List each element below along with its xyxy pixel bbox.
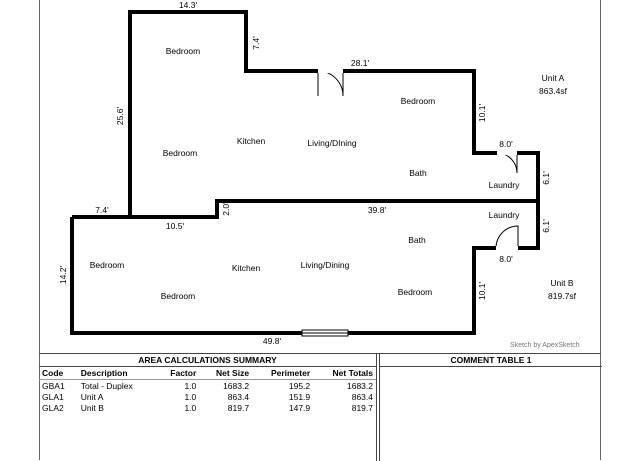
dim-right-upper: 10.1': [477, 103, 487, 123]
door-swing-laundry-a: [496, 152, 518, 174]
unit-a-label: Unit A 863.4sf: [539, 72, 567, 98]
room-bath-a: Bath: [409, 168, 427, 178]
unit-b-area: 819.7sf: [548, 291, 576, 301]
dim-divider: 39.8': [367, 205, 387, 215]
room-kitchen-b: Kitchen: [231, 263, 261, 273]
unit-a-area: 863.4sf: [539, 86, 567, 96]
header-description: Description: [77, 367, 157, 380]
dim-left-upper: 25.6': [115, 106, 125, 126]
cell-net-size: 1683.2: [223, 380, 250, 391]
dim-step-left: 7.4': [95, 205, 109, 215]
header-net-size: Net Size: [199, 367, 253, 380]
cell-perimeter: 147.9: [288, 402, 311, 413]
unit-b-name: Unit B: [550, 278, 574, 288]
dim-laundry-a-vertical: 6.1': [541, 171, 551, 185]
dim-step-horizontal: 10.5': [165, 221, 185, 231]
room-bedroom-a2: Bedroom: [162, 148, 198, 158]
door-swing-a: [317, 70, 344, 97]
dim-laundry-a: 8.0': [499, 139, 513, 149]
floor-plan: [70, 10, 540, 337]
room-bedroom-b3: Bedroom: [397, 287, 433, 297]
room-living-b: Living/Dining: [300, 260, 350, 270]
header-perimeter: Perimeter: [252, 367, 314, 380]
table-row: GLA1 Unit A 1.0 863.4 151.9 863.4: [39, 391, 376, 402]
room-kitchen-a: Kitchen: [236, 136, 266, 146]
room-bedroom-b2: Bedroom: [160, 291, 196, 301]
area-table: Code Description Factor Net Size Perimet…: [39, 367, 376, 413]
dim-unit-a-top: 28.1': [350, 58, 370, 68]
sketch-credit: Sketch by ApexSketch: [510, 342, 580, 349]
area-table-header: Code Description Factor Net Size Perimet…: [39, 367, 376, 380]
comment-table: COMMENT TABLE 1: [379, 354, 602, 461]
table-row: GBA1 Total - Duplex 1.0 1683.2 195.2 168…: [39, 380, 376, 392]
header-factor: Factor: [156, 367, 200, 380]
cell-description: Unit B: [80, 402, 104, 413]
dim-laundry-b-vertical: 6.1': [541, 219, 551, 233]
area-table-title: AREA CALCULATIONS SUMMARY: [39, 354, 376, 367]
header-net-totals: Net Totals: [313, 367, 376, 380]
dim-top: 14.3': [178, 0, 198, 10]
cell-description: Total - Duplex: [80, 380, 133, 391]
drawing-frame: [39, 0, 601, 460]
cell-factor: 1.0: [184, 402, 197, 413]
table-row: GLA2 Unit B 1.0 819.7 147.9 819.7: [39, 402, 376, 413]
cell-net-size: 819.7: [227, 402, 250, 413]
door-swing-laundry-b: [495, 225, 519, 249]
cell-description: Unit A: [80, 391, 104, 402]
dim-right-lower: 10.1': [477, 281, 487, 301]
room-bedroom-a1: Bedroom: [165, 46, 201, 56]
dim-notch-vertical: 7.4': [251, 36, 261, 50]
cell-factor: 1.0: [184, 380, 197, 391]
room-living-a: Living/DIning: [307, 138, 357, 148]
room-bedroom-a3: Bedroom: [400, 96, 436, 106]
cell-code: GLA2: [42, 402, 64, 413]
comment-table-title: COMMENT TABLE 1: [380, 354, 602, 367]
room-bath-b: Bath: [408, 235, 426, 245]
summary-tables: AREA CALCULATIONS SUMMARY Code Descripti…: [39, 353, 602, 461]
cell-net-totals: 863.4: [351, 391, 373, 402]
cell-code: GBA1: [42, 380, 65, 391]
unit-a-name: Unit A: [541, 73, 565, 83]
cell-net-size: 863.4: [227, 391, 250, 402]
dim-laundry-b: 8.0': [499, 254, 513, 264]
cell-perimeter: 151.9: [288, 391, 311, 402]
dim-left-lower: 14.2': [58, 265, 68, 285]
header-code: Code: [39, 367, 78, 380]
room-bedroom-b1: Bedroom: [89, 260, 125, 270]
unit-b-wall: [70, 201, 540, 335]
unit-a-wall: [128, 10, 540, 219]
cell-net-totals: 819.7: [351, 402, 373, 413]
cell-factor: 1.0: [184, 391, 197, 402]
cell-net-totals: 1683.2: [347, 380, 373, 391]
dim-step-vertical: 2.0': [221, 202, 231, 216]
area-calculations: AREA CALCULATIONS SUMMARY Code Descripti…: [39, 354, 377, 461]
cell-perimeter: 195.2: [288, 380, 311, 391]
dim-bottom: 49.8': [262, 336, 282, 346]
cell-code: GLA1: [42, 391, 64, 402]
unit-b-label: Unit B 819.7sf: [548, 277, 576, 303]
room-laundry-b: Laundry: [488, 210, 520, 220]
room-laundry-a: Laundry: [488, 180, 520, 190]
